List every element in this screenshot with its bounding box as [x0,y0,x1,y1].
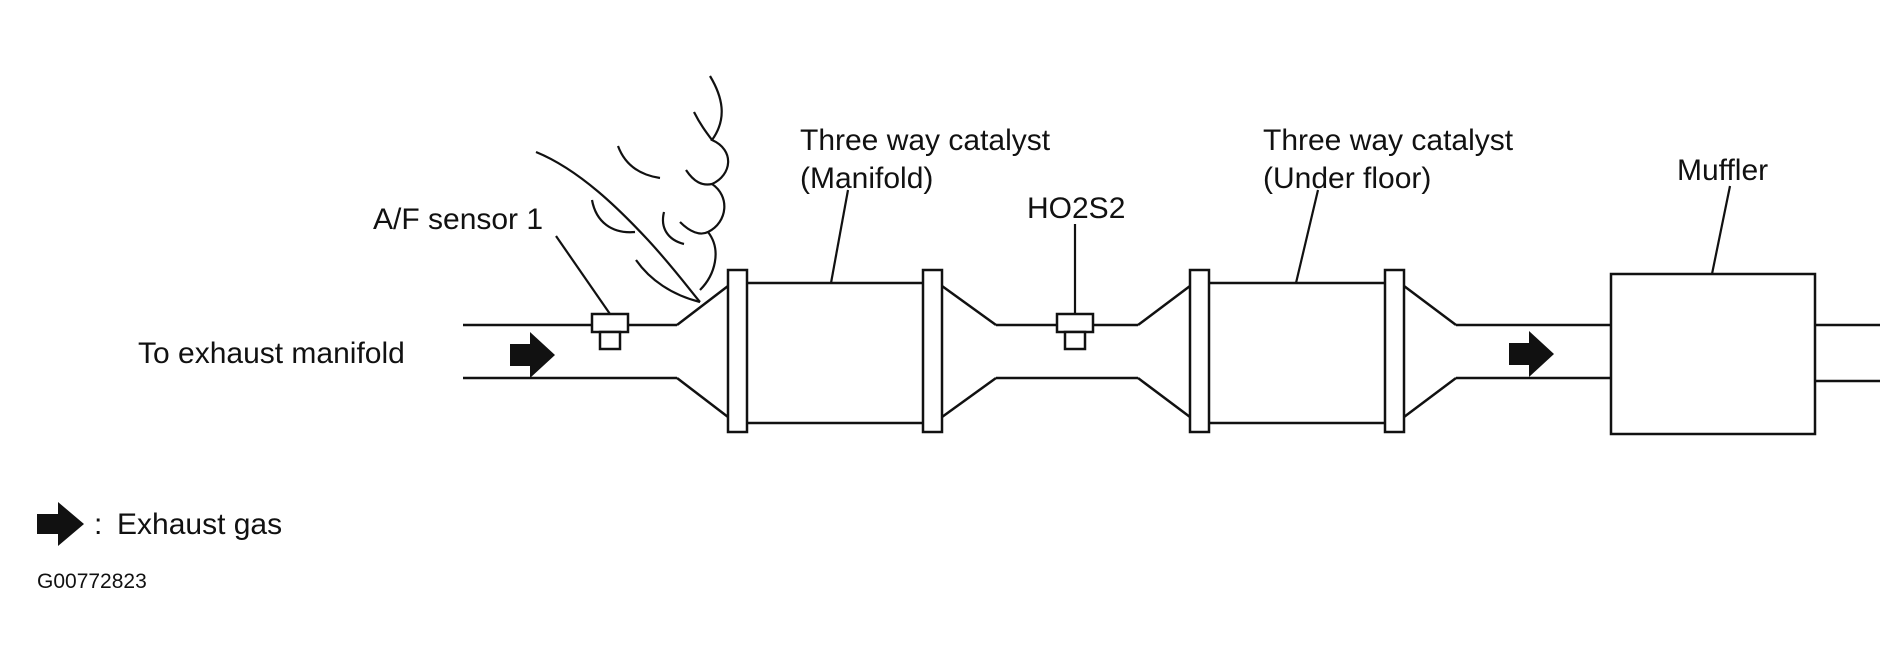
label-catalyst-underfloor-line1: Three way catalyst [1263,124,1514,157]
label-muffler: Muffler [1677,154,1768,187]
heat-swirl-icon [535,75,730,304]
legend-text: Exhaust gas [117,508,282,541]
inlet-pipe [463,323,677,380]
cone-from-catalyst-manifold [941,284,997,419]
label-to-exhaust-manifold: To exhaust manifold [138,337,405,370]
af-sensor-1 [555,235,630,351]
legend-arrow-icon [37,502,84,546]
figure-id: G00772823 [37,570,147,593]
cone-to-catalyst-manifold [676,285,729,418]
legend-separator: : [94,508,102,541]
pipe-to-muffler [1456,323,1611,380]
muffler [1609,185,1817,436]
three-way-catalyst-underfloor [1188,189,1406,434]
label-af-sensor: A/F sensor 1 [373,203,543,236]
three-way-catalyst-manifold [726,189,944,434]
cone-to-catalyst-underfloor [1137,285,1191,418]
label-catalyst-underfloor-line2: (Under floor) [1263,162,1431,195]
label-ho2s2: HO2S2 [1027,192,1125,225]
exhaust-gas-arrow-icon [510,332,555,378]
label-catalyst-manifold-line2: (Manifold) [800,162,933,195]
exhaust-gas-arrow-icon [1509,331,1554,377]
label-catalyst-manifold-line1: Three way catalyst [800,124,1051,157]
cone-from-catalyst-underfloor [1403,285,1457,418]
tail-pipe [1815,323,1880,383]
ho2s2-sensor [1055,224,1095,351]
